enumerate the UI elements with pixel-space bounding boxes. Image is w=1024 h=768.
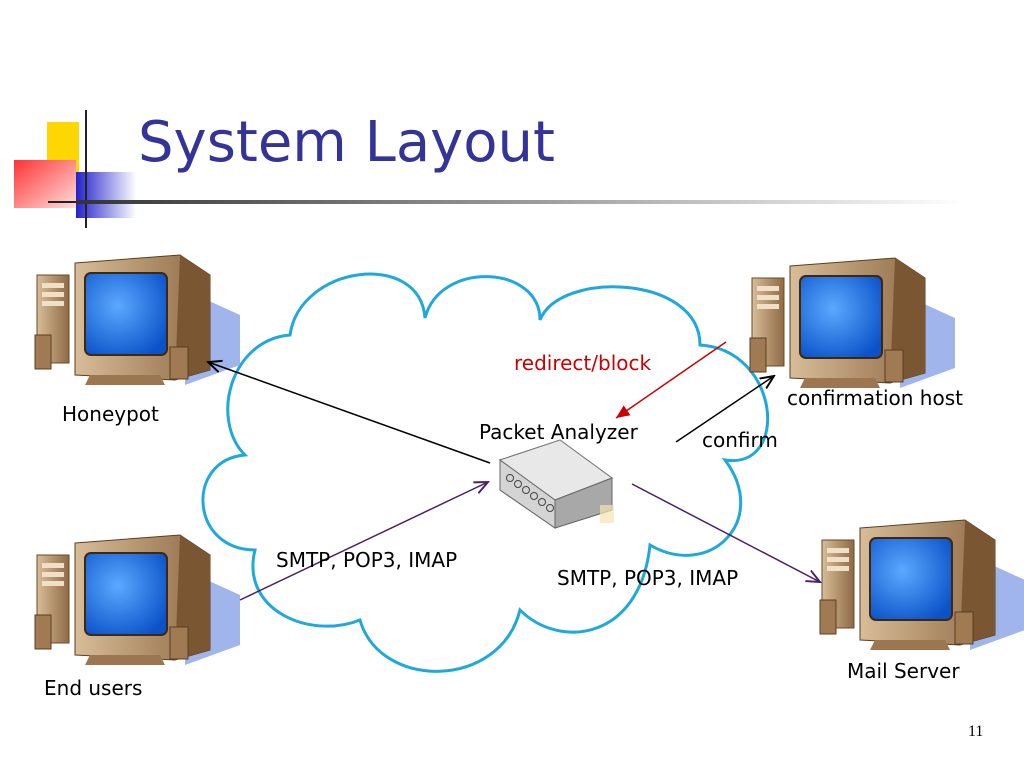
arrow-confirm (675, 376, 774, 443)
confirmation-host-label: confirmation host (787, 386, 963, 410)
confirmation-host-computer-icon (749, 257, 956, 389)
arrow-analyzer-to-honeypot (208, 362, 491, 464)
honeypot-computer-icon (34, 254, 241, 386)
title-rule (76, 200, 966, 204)
smtp-inbound-label: SMTP, POP3, IMAP (276, 548, 458, 572)
network-cloud (201, 272, 769, 673)
confirm-label: confirm (702, 428, 778, 452)
end-users-label: End users (44, 676, 143, 700)
mail-server-label: Mail Server (847, 659, 960, 683)
smtp-outbound-label: SMTP, POP3, IMAP (557, 566, 739, 590)
logo (14, 110, 136, 228)
arrow-redirect-block (615, 341, 727, 419)
packet-analyzer-label: Packet Analyzer (479, 420, 638, 444)
slide-title: System Layout (138, 110, 555, 175)
arrow-end-users-to-analyzer (239, 482, 488, 601)
end-users-computer-icon (34, 534, 241, 666)
slide-number: 11 (968, 723, 984, 740)
honeypot-label: Honeypot (62, 402, 159, 426)
packet-analyzer-icon (498, 439, 614, 529)
redirect-block-label: redirect/block (514, 351, 652, 375)
arrow-analyzer-to-mail-server (631, 483, 820, 582)
mail-server-computer-icon (819, 519, 1024, 651)
